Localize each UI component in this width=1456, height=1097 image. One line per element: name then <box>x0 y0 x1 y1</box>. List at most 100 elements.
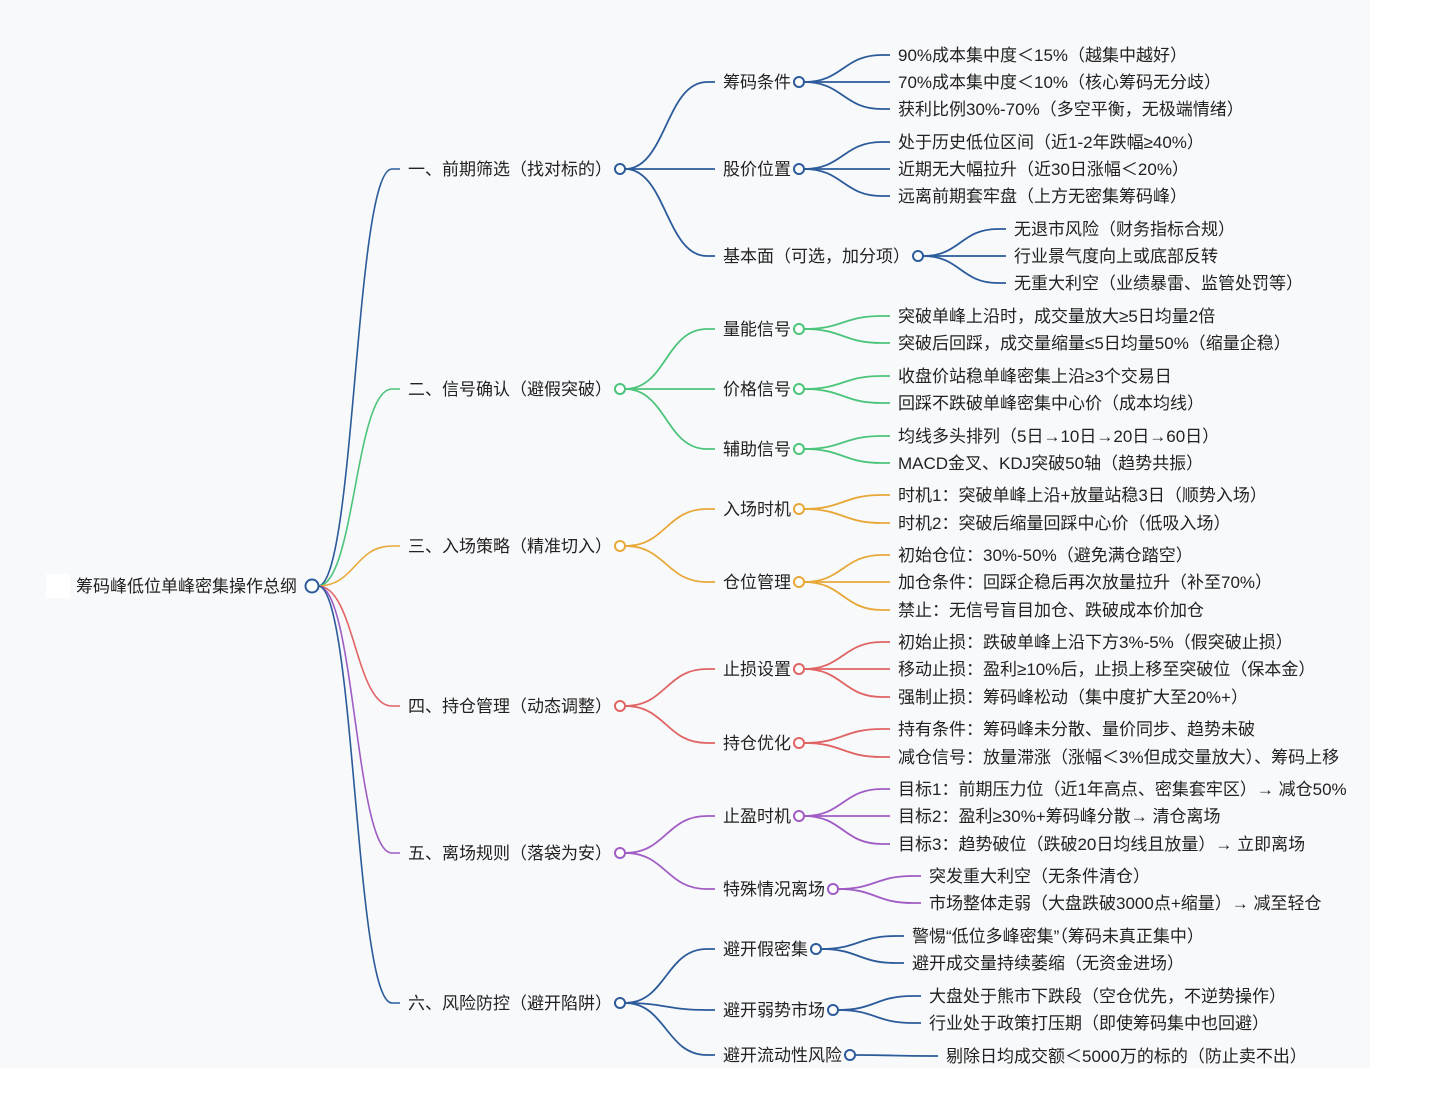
branch-node-label: 三、入场策略（精准切入） <box>408 537 612 556</box>
leaf-node-label: 70%成本集中度＜10%（核心筹码无分歧） <box>898 73 1221 92</box>
branch-node-toggle[interactable] <box>614 847 626 859</box>
leaf-node-label: 无退市风险（财务指标合规） <box>1014 220 1235 239</box>
leaf-node-label: 初始止损：跌破单峰上沿下方3%-5%（假突破止损） <box>898 633 1293 652</box>
branch-node-toggle[interactable] <box>614 540 626 552</box>
branch-link-3 <box>317 545 400 587</box>
leaf-link <box>922 228 1006 257</box>
branch-node-toggle[interactable] <box>614 997 626 1009</box>
sub-node-toggle[interactable] <box>793 663 805 675</box>
sub-link <box>624 1002 715 1011</box>
branch-node-toggle[interactable] <box>614 163 626 175</box>
leaf-link <box>803 668 890 698</box>
leaf-node-label: 加仓条件：回踩企稳后再次放量拉升（补至70%） <box>898 573 1272 592</box>
leaf-link <box>803 815 890 845</box>
branch-node-label: 六、风险防控（避开陷阱） <box>408 994 612 1013</box>
leaf-link <box>820 948 904 964</box>
leaf-node-label: 剔除日均成交额＜5000万的标的（防止卖不出） <box>946 1047 1307 1066</box>
leaf-node-label: 目标1：前期压力位（近1年高点、密集套牢区）→ 减仓50% <box>898 780 1347 799</box>
sub-link <box>624 948 715 1004</box>
sub-link <box>624 168 715 257</box>
sub-node-toggle[interactable] <box>793 443 805 455</box>
sub-node-toggle[interactable] <box>827 1004 839 1016</box>
leaf-link <box>803 435 890 450</box>
leaf-link <box>803 494 890 510</box>
sub-node-label: 价格信号 <box>723 380 791 399</box>
leaf-node-label: MACD金叉、KDJ突破50轴（趋势共振） <box>898 454 1203 473</box>
sub-link <box>624 668 715 707</box>
sub-node-label: 特殊情况离场 <box>723 880 825 899</box>
sub-link <box>624 81 715 170</box>
branch-node-toggle[interactable] <box>614 383 626 395</box>
branch-link-6 <box>317 585 400 1004</box>
sub-node-toggle[interactable] <box>793 810 805 822</box>
branch-node-toggle[interactable] <box>614 700 626 712</box>
sub-link <box>624 545 715 583</box>
leaf-link <box>803 168 890 197</box>
leaf-node-label: 大盘处于熊市下跌段（空仓优先，不逆势操作） <box>929 987 1286 1006</box>
sub-link <box>624 508 715 547</box>
nodes: 筹码峰低位单峰密集操作总纲一、前期筛选（找对标的）筹码条件90%成本集中度＜15… <box>46 46 1347 1066</box>
sub-node-toggle[interactable] <box>793 163 805 175</box>
sub-node-label: 止盈时机 <box>723 807 791 826</box>
branch-link-5 <box>317 585 400 854</box>
diagram-background <box>0 0 1370 1068</box>
leaf-node-label: 收盘价站稳单峰密集上沿≥3个交易日 <box>898 367 1172 386</box>
root-node-label: 筹码峰低位单峰密集操作总纲 <box>76 577 297 596</box>
leaf-link <box>803 581 890 611</box>
leaf-node-label: 回踩不跌破单峰密集中心价（成本均线） <box>898 394 1204 413</box>
sub-node-toggle[interactable] <box>827 883 839 895</box>
leaf-node-label: 突破单峰上沿时，成交量放大≥5日均量2倍 <box>898 307 1215 326</box>
root-marker <box>46 574 70 598</box>
branch-node-label: 五、离场规则（落袋为安） <box>408 844 612 863</box>
leaf-node-label: 目标2：盈利≥30%+筹码峰分散→ 清仓离场 <box>898 807 1220 826</box>
sub-node-label: 辅助信号 <box>723 440 791 459</box>
sub-node-label: 基本面（可选，加分项） <box>723 247 910 266</box>
sub-node-toggle[interactable] <box>793 383 805 395</box>
leaf-link <box>803 554 890 583</box>
leaf-node-label: 90%成本集中度＜15%（越集中越好） <box>898 46 1187 65</box>
sub-node-label: 入场时机 <box>723 500 791 519</box>
branch-node-label: 四、持仓管理（动态调整） <box>408 697 612 716</box>
sub-node-toggle[interactable] <box>793 76 805 88</box>
sub-node-toggle[interactable] <box>793 503 805 515</box>
leaf-node-label: 减仓信号：放量滞涨（涨幅＜3%但成交量放大）、筹码上移 <box>898 748 1339 767</box>
sub-node-toggle[interactable] <box>810 943 822 955</box>
leaf-node-label: 市场整体走弱（大盘跌破3000点+缩量）→ 减至轻仓 <box>929 894 1321 913</box>
sub-node-label: 止损设置 <box>723 660 791 679</box>
links <box>317 54 1006 1057</box>
sub-link <box>624 852 715 890</box>
leaf-link <box>803 788 890 817</box>
root-node-toggle[interactable] <box>304 578 320 594</box>
sub-node-toggle[interactable] <box>912 250 924 262</box>
leaf-node-label: 行业处于政策打压期（即使筹码集中也回避） <box>929 1013 1269 1033</box>
leaf-node-label: 行业景气度向上或底部反转 <box>1014 247 1218 266</box>
leaf-link <box>837 995 921 1011</box>
leaf-node-label: 无重大利空（业绩暴雷、监管处罚等） <box>1014 274 1303 293</box>
leaf-node-label: 突发重大利空（无条件清仓） <box>929 867 1150 886</box>
sub-node-toggle[interactable] <box>793 576 805 588</box>
sub-node-label: 避开流动性风险 <box>723 1046 842 1065</box>
leaf-link <box>854 1054 938 1057</box>
leaf-link <box>803 81 890 110</box>
sub-node-label: 避开弱势市场 <box>723 1001 825 1020</box>
leaf-link <box>803 388 890 404</box>
leaf-node-label: 避开成交量持续萎缩（无资金进场） <box>912 954 1184 973</box>
sub-node-label: 持仓优化 <box>723 734 791 753</box>
leaf-node-label: 警惕“低位多峰密集”（筹码未真正集中） <box>912 927 1204 946</box>
leaf-node-label: 目标3：趋势破位（跌破20日均线且放量）→ 立即离场 <box>898 835 1305 854</box>
sub-node-toggle[interactable] <box>793 323 805 335</box>
leaf-node-label: 获利比例30%-70%（多空平衡，无极端情绪） <box>898 100 1244 119</box>
leaf-link <box>837 875 921 890</box>
sub-node-toggle[interactable] <box>793 737 805 749</box>
sub-link <box>624 815 715 854</box>
sub-node-toggle[interactable] <box>844 1049 856 1061</box>
sub-link <box>624 388 715 450</box>
leaf-link <box>803 375 890 390</box>
sub-link <box>624 1002 715 1056</box>
leaf-link <box>803 328 890 344</box>
branch-link-2 <box>317 388 400 587</box>
sub-node-label: 仓位管理 <box>723 573 791 592</box>
leaf-node-label: 均线多头排列（5日→10日→20日→60日） <box>898 427 1219 446</box>
leaf-node-label: 时机2：突破后缩量回踩中心价（低吸入场） <box>898 514 1230 533</box>
